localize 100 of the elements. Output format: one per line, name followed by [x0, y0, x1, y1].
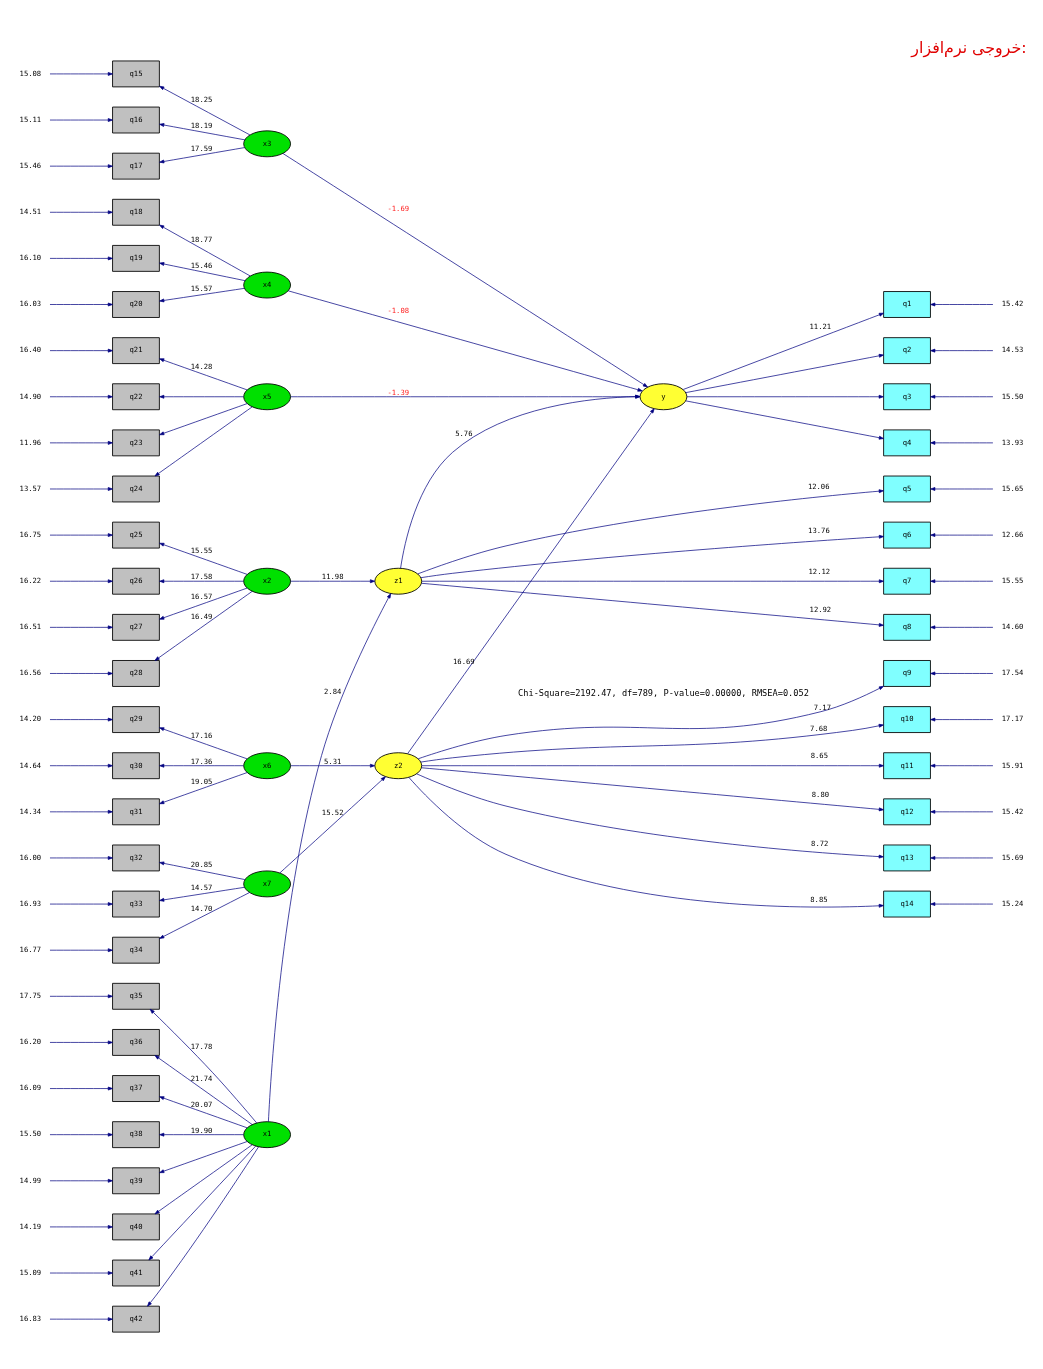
arrow — [159, 394, 244, 399]
edge-label: 17.59 — [190, 143, 213, 153]
node-ellipse: x2 — [243, 567, 291, 595]
arrow — [159, 402, 248, 435]
edge-label: 14.90 — [19, 391, 42, 401]
edge-label: 16.51 — [19, 621, 42, 631]
edge-label: 14.70 — [190, 903, 213, 913]
arrow — [408, 776, 884, 908]
edge-label: 16.57 — [190, 591, 213, 601]
node-box: q29 — [112, 705, 160, 733]
node-box: q34 — [112, 936, 160, 964]
arrow — [159, 261, 246, 281]
arrow — [49, 394, 113, 399]
edge-label: 14.51 — [19, 206, 42, 216]
arrow — [930, 394, 994, 399]
edge-label: 14.34 — [19, 806, 42, 816]
arrow — [400, 394, 641, 569]
node-box: q28 — [112, 659, 160, 687]
edge-label: 18.77 — [190, 234, 213, 244]
edge-label: 16.49 — [190, 611, 213, 621]
arrow — [930, 486, 994, 491]
edge-label: 15.42 — [1001, 806, 1024, 816]
arrow — [685, 353, 884, 393]
arrow — [49, 993, 113, 998]
edge-label: 12.06 — [807, 481, 830, 491]
edge-label: 13.93 — [1001, 437, 1024, 447]
edge-label: 15.50 — [1001, 391, 1024, 401]
edge-label: 14.64 — [19, 760, 42, 770]
edge-label: 15.55 — [190, 545, 213, 555]
node-box: q5 — [883, 475, 931, 502]
edge-label: 15.46 — [190, 260, 213, 270]
node-ellipse: x3 — [243, 129, 291, 157]
arrow — [148, 1145, 256, 1260]
arrow — [49, 117, 113, 122]
node-box: q33 — [112, 890, 160, 917]
node-box: q8 — [883, 613, 931, 641]
node-box: q39 — [112, 1166, 160, 1194]
edge-label: 13.76 — [808, 525, 830, 535]
node-box: q13 — [883, 844, 931, 871]
arrow — [159, 542, 248, 575]
node-box: q7 — [883, 567, 931, 595]
edge-label: 12.92 — [809, 604, 832, 614]
arrow — [49, 809, 113, 814]
arrow — [49, 440, 113, 445]
node-ellipse: x4 — [243, 271, 291, 298]
edge-label: 12.66 — [1001, 529, 1024, 539]
arrow — [159, 122, 246, 140]
edge-label: 16.40 — [19, 344, 42, 354]
node-box: q23 — [112, 428, 160, 456]
node-box: q36 — [112, 1028, 160, 1056]
edge-label: 15.08 — [19, 68, 42, 78]
arrow — [421, 763, 884, 768]
edge-label: 17.75 — [19, 990, 42, 1000]
edge-label: 17.16 — [190, 730, 213, 740]
arrow — [49, 209, 113, 214]
node-box: q35 — [112, 982, 160, 1010]
arrow — [49, 486, 113, 491]
edge-label: 17.54 — [1001, 667, 1024, 677]
node-box: q24 — [112, 475, 160, 502]
arrow — [49, 163, 113, 168]
node-box: q27 — [112, 613, 160, 641]
arrow — [282, 152, 648, 387]
edge-label: 17.17 — [1001, 713, 1024, 723]
node-box: q26 — [112, 567, 160, 595]
arrow — [930, 440, 994, 445]
edge-label: 16.09 — [19, 1082, 42, 1092]
arrow — [686, 394, 884, 399]
edge-label: 15.65 — [1001, 483, 1024, 493]
arrow — [930, 717, 994, 721]
arrow — [49, 71, 113, 76]
edge-label: 8.72 — [811, 838, 829, 848]
arrow — [930, 809, 994, 814]
node-ellipse: x6 — [243, 751, 291, 779]
edge-label: 18.19 — [190, 120, 213, 130]
edge-label: 16.22 — [19, 575, 42, 585]
edge-label: -1.08 — [387, 305, 410, 315]
arrow — [930, 901, 994, 906]
edge-label: 15.57 — [190, 283, 213, 293]
node-box: q38 — [112, 1120, 160, 1148]
arrow — [407, 407, 655, 754]
arrow — [159, 891, 250, 939]
edge-label: 16.83 — [19, 1313, 42, 1323]
edge-label: 13.57 — [19, 483, 42, 493]
edge-label: 14.20 — [19, 713, 42, 723]
arrow — [930, 348, 994, 352]
edge-label: 21.74 — [190, 1073, 213, 1083]
arrow — [290, 763, 376, 768]
node-box: q18 — [112, 198, 160, 226]
arrow — [159, 886, 245, 902]
edge-label: 15.46 — [19, 160, 42, 170]
edge-label: 20.85 — [190, 859, 213, 869]
node-box: q1 — [883, 290, 931, 318]
node-box: q20 — [112, 290, 160, 318]
edge-label: 15.24 — [1001, 898, 1024, 908]
arrow — [421, 578, 884, 583]
arrow — [159, 357, 248, 390]
node-box: q25 — [112, 521, 160, 548]
node-box: q19 — [112, 244, 160, 272]
edge-label: 14.57 — [190, 882, 213, 892]
node-box: q31 — [112, 797, 160, 825]
